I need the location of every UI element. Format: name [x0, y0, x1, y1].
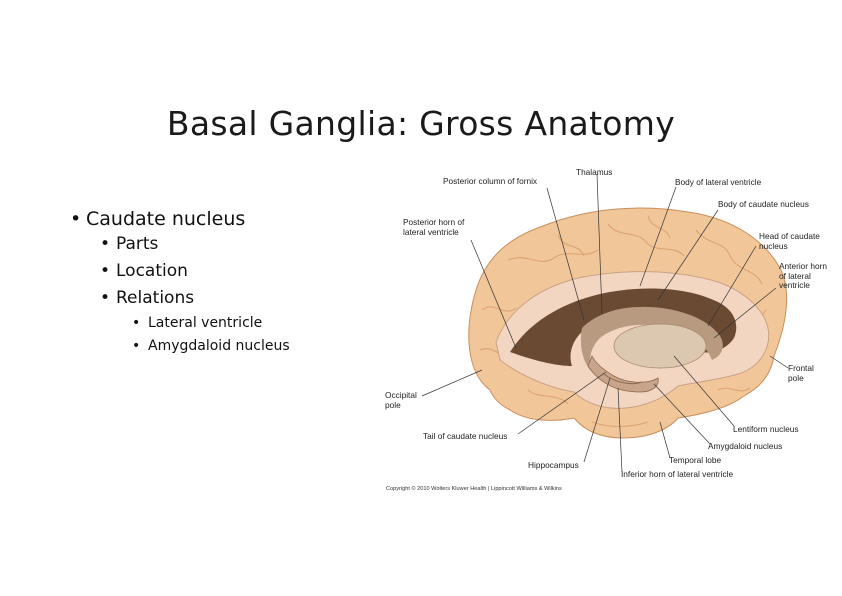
- bullet-dot-icon: •: [100, 288, 111, 308]
- bullet-relations: •Relations: [100, 288, 195, 308]
- leader-lines: [421, 173, 789, 473]
- lateral-ventricle: [510, 288, 737, 366]
- label-tail-caudate: Tail of caudate nucleus: [423, 431, 508, 441]
- amygdala: [603, 373, 643, 385]
- bullet-dot-icon: •: [100, 261, 111, 281]
- bullet-dot-icon: •: [100, 234, 111, 254]
- brain-illustration: [421, 173, 789, 473]
- bullet-list: •Caudate nucleus •Parts •Location •Relat…: [70, 208, 290, 361]
- bullet-dot-icon: •: [132, 315, 141, 331]
- brain-anatomy-figure: Posterior column of fornix Thalamus Body…: [378, 160, 838, 500]
- label-body-lateral-ventricle: Body of lateral ventricle: [675, 177, 762, 187]
- hippocampus: [587, 355, 659, 393]
- slide-title: Basal Ganglia: Gross Anatomy: [166, 104, 676, 143]
- label-temporal-lobe: Temporal lobe: [669, 455, 722, 465]
- label-posterior-column-fornix: Posterior column of fornix: [443, 176, 538, 186]
- bullet-location: •Location: [100, 261, 188, 281]
- bullet-amygdaloid-nucleus: •Amygdaloid nucleus: [132, 338, 290, 354]
- label-hippocampus: Hippocampus: [528, 460, 579, 470]
- label-lentiform: Lentiform nucleus: [733, 424, 799, 434]
- label-thalamus: Thalamus: [576, 167, 613, 177]
- bullet-dot-icon: •: [70, 208, 82, 230]
- lentiform-nucleus: [613, 323, 707, 369]
- bullet-lateral-ventricle: •Lateral ventricle: [132, 315, 263, 331]
- bullet-parts: •Parts: [100, 234, 159, 254]
- label-body-caudate: Body of caudate nucleus: [718, 199, 809, 209]
- caudate-nucleus: [580, 306, 723, 372]
- label-amygdaloid: Amygdaloid nucleus: [708, 441, 783, 451]
- bullet-dot-icon: •: [132, 338, 141, 354]
- label-inferior-horn: Inferior horn of lateral ventricle: [621, 469, 734, 479]
- copyright-notice: Copyright © 2010 Wolters Kluwer Health |…: [386, 486, 562, 492]
- bullet-caudate-nucleus: •Caudate nucleus: [70, 208, 246, 230]
